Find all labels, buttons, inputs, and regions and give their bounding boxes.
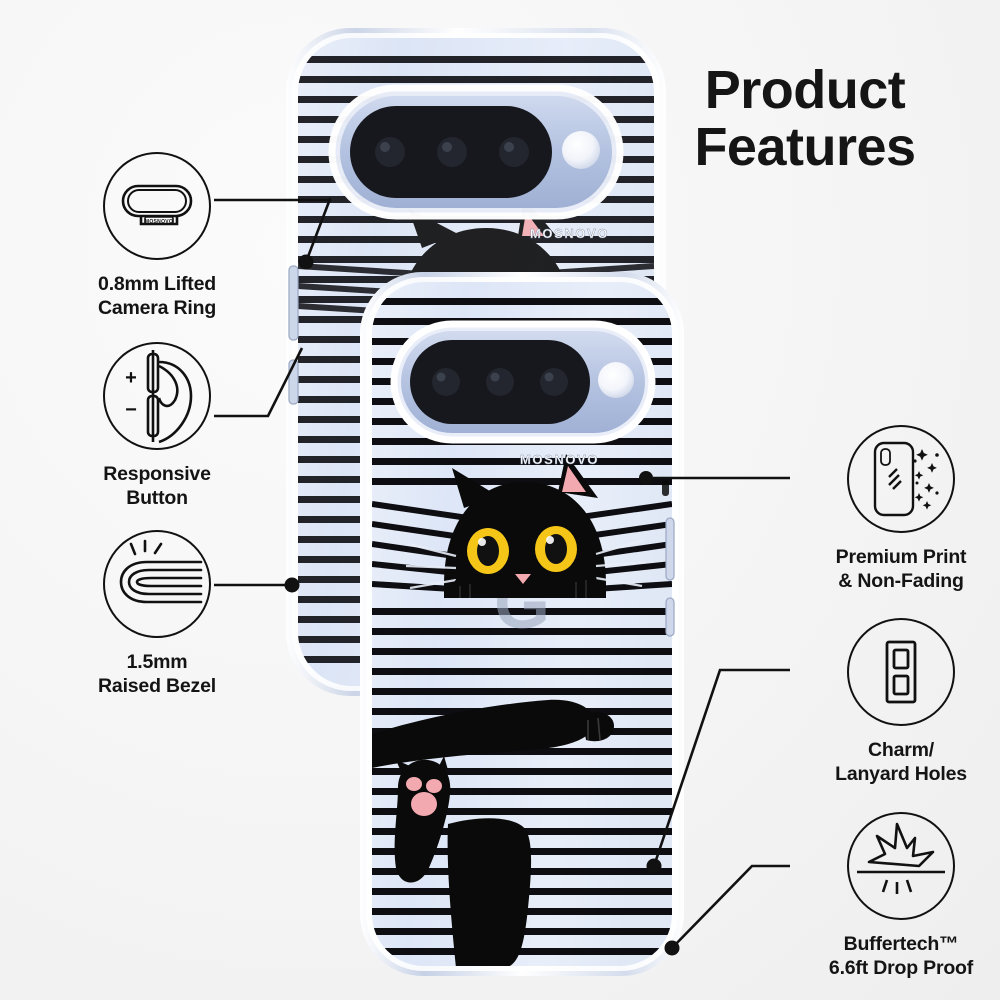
camera-ring-icon: MOSNOVO — [103, 152, 211, 260]
plus-sign: + — [125, 367, 137, 389]
sparkles — [913, 449, 939, 510]
cat-leg-upper — [372, 699, 614, 768]
feature-lifted-camera-ring[interactable]: MOSNOVO 0.8mm Lifted Camera Ring — [52, 152, 262, 321]
feature-caption: Responsive Button — [103, 463, 211, 509]
front-phone-artwork: G — [352, 268, 692, 980]
minus-sign: − — [125, 399, 137, 421]
cat-paw — [394, 756, 451, 883]
feature-caption: 0.8mm Lifted Camera Ring — [97, 273, 217, 319]
brand-text-back: MOSNOVO — [530, 226, 609, 241]
feature-responsive-button[interactable]: + − Responsive Button — [52, 342, 262, 511]
volume-button-press-icon: + − — [103, 342, 211, 450]
feature-caption: Premium Print & Non-Fading — [835, 546, 967, 592]
raised-bezel-icon — [103, 530, 211, 638]
feature-caption: Buffertech™ 6.6ft Drop Proof — [828, 933, 974, 979]
feature-caption: Charm/ Lanyard Holes — [835, 739, 967, 785]
page-title: Product Features — [694, 60, 916, 178]
feature-caption: 1.5mm Raised Bezel — [98, 651, 216, 697]
brand-text-front: MOSNOVO — [520, 452, 599, 467]
cat-head — [405, 454, 647, 598]
svg-text:MOSNOVO: MOSNOVO — [145, 219, 173, 225]
lanyard-holes-icon — [847, 618, 955, 726]
phone-sparkle-icon — [847, 425, 955, 533]
lanyard-hole — [662, 480, 669, 496]
feature-premium-print[interactable]: Premium Print & Non-Fading — [796, 425, 1000, 594]
feature-lanyard-holes[interactable]: Charm/ Lanyard Holes — [796, 618, 1000, 787]
feature-raised-bezel[interactable]: 1.5mm Raised Bezel — [52, 530, 262, 699]
feature-drop-proof[interactable]: Buffertech™ 6.6ft Drop Proof — [796, 812, 1000, 981]
impact-shock-icon — [847, 812, 955, 920]
cat-tail — [447, 818, 532, 966]
